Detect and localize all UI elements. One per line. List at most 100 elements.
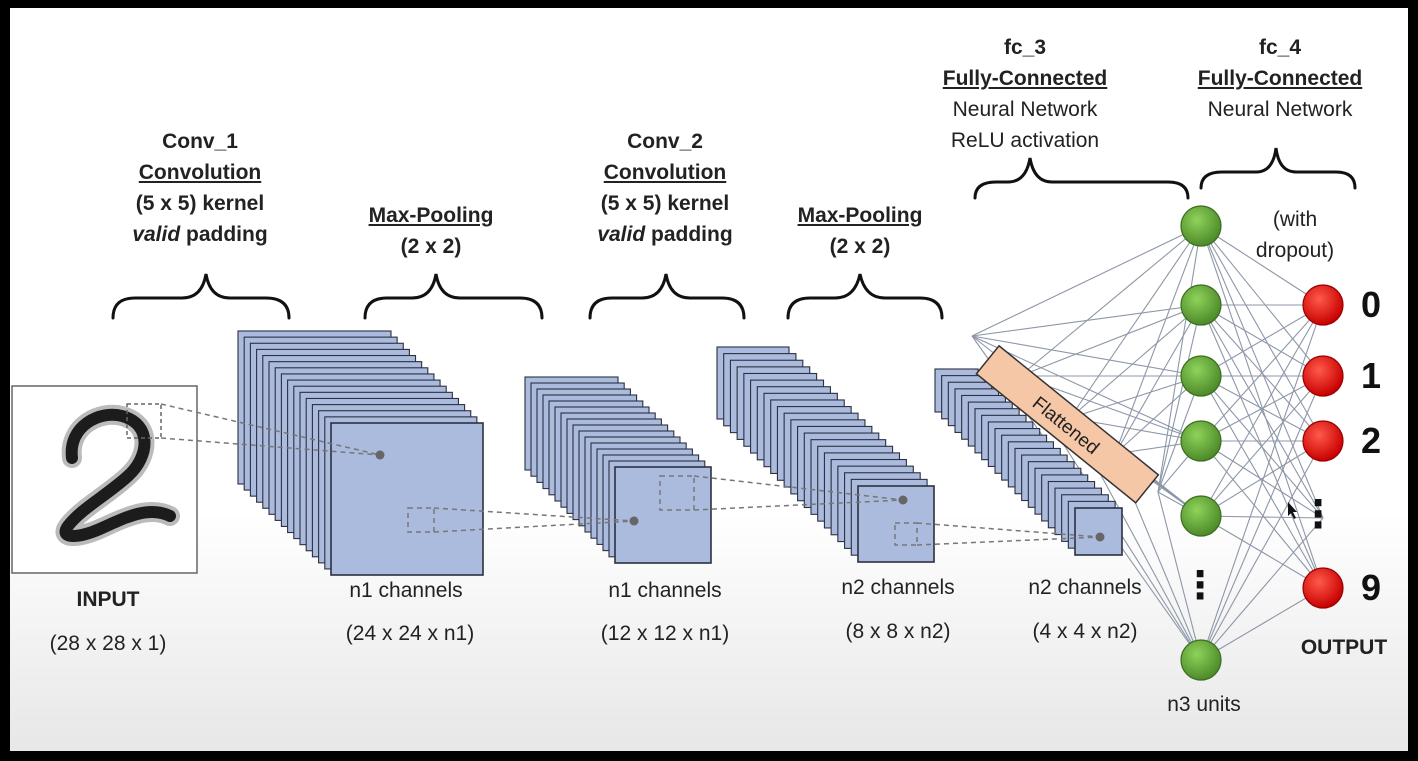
hidden-unit [1180, 355, 1222, 397]
connection-line [1200, 375, 1324, 517]
dropout-line1: (with [1272, 208, 1318, 231]
receptive-field-lines [160, 403, 1101, 546]
feature-maps-conv2 [716, 346, 935, 563]
conv1-type: Convolution [138, 161, 262, 184]
fc4-name: fc_4 [1258, 36, 1302, 59]
connection-line [1157, 225, 1202, 493]
output-title: OUTPUT [1300, 636, 1388, 659]
feature-map-layer [330, 422, 484, 576]
connection-line [1200, 515, 1324, 589]
stage2-title: n1 channels [608, 579, 722, 602]
connection-line [1200, 375, 1324, 661]
connection-line [1200, 225, 1324, 519]
connection-line [1069, 304, 1202, 419]
connection-line [1157, 375, 1202, 493]
connection-line [1157, 491, 1202, 661]
pool1-type: Max-Pooling [368, 204, 494, 227]
connection-line [1069, 375, 1202, 419]
input-image [11, 385, 198, 574]
connection-line [1200, 304, 1324, 519]
feature-map-layer [1074, 507, 1123, 556]
connection-line [1200, 440, 1324, 661]
output-layer [1302, 284, 1344, 609]
conv1-label: Conv_1 Convolution (5 x 5) kernel valid … [132, 126, 267, 250]
conv2-label: Conv_2 Convolution (5 x 5) kernel valid … [597, 126, 732, 250]
connection-line [1200, 375, 1324, 442]
connection-line [971, 335, 1202, 442]
fc3-desc1: Neural Network [952, 98, 1098, 121]
stage1-dims: (24 x 24 x n1) [345, 622, 475, 645]
output-digit-label: 0 [1360, 284, 1382, 325]
connection-line [1019, 225, 1202, 377]
stage3-dims: (8 x 8 x n2) [845, 620, 951, 643]
feature-map-layer [614, 466, 712, 564]
fc3-name: fc_3 [1003, 36, 1047, 59]
handwritten-digit [55, 404, 180, 546]
connection-line [1200, 304, 1324, 377]
brace-group [111, 147, 1357, 320]
stage4-title: n2 channels [1028, 576, 1142, 599]
pool2-type: Max-Pooling [797, 204, 923, 227]
fc3-label: fc_3 Fully-Connected Neural Network ReLU… [943, 32, 1108, 156]
connection-line [971, 335, 1202, 377]
hidden-unit [1180, 420, 1222, 462]
connection-line [1200, 440, 1324, 517]
output-unit [1302, 420, 1344, 462]
connection-line [1200, 225, 1324, 377]
feature-maps-pool1 [524, 376, 712, 564]
brace-pool2 [786, 273, 944, 320]
conv1-kernel: (5 x 5) kernel [135, 192, 265, 215]
connection-line [1200, 440, 1324, 519]
connection-line [1200, 304, 1324, 661]
conv2-type: Convolution [603, 161, 727, 184]
fc4-desc1: Neural Network [1207, 98, 1353, 121]
connection-line [1200, 517, 1324, 661]
feature-map-stacks [237, 330, 1123, 576]
output-unit [1302, 355, 1344, 397]
hidden-unit [1180, 205, 1222, 247]
input-dims: (28 x 28 x 1) [49, 632, 167, 655]
pool2-label: Max-Pooling (2 x 2) [798, 200, 923, 262]
input-title: INPUT [76, 588, 140, 611]
fc3-type: Fully-Connected [942, 67, 1108, 90]
stage2-dims: (12 x 12 x n1) [600, 622, 730, 645]
dropout-line2: dropout) [1255, 239, 1335, 262]
fc4-label: fc_4 Fully-Connected Neural Network [1198, 32, 1363, 125]
connection-line [1200, 440, 1324, 589]
connection-line [1114, 304, 1202, 455]
brace-conv1 [111, 273, 291, 320]
hidden-unit [1180, 284, 1222, 326]
connection-line [1200, 225, 1324, 442]
pool1-size: (2 x 2) [400, 235, 462, 258]
feature-map-layer [857, 485, 935, 563]
receptive-field-dots [375, 450, 1105, 542]
stage3-title: n2 channels [841, 576, 955, 599]
output-unit [1302, 284, 1344, 326]
output-digit-label: 9 [1360, 567, 1382, 608]
diagram-panel: Flattened ⋮ ⋮ [10, 8, 1408, 751]
conv2-kernel: (5 x 5) kernel [600, 192, 730, 215]
connection-line [1200, 225, 1324, 306]
output-unit [1302, 567, 1344, 609]
brace-pool1 [363, 273, 544, 320]
conv2-name: Conv_2 [627, 130, 703, 153]
diagram-canvas: Flattened ⋮ ⋮ [11, 147, 1357, 681]
connection-line [1200, 375, 1324, 519]
output-digit-label: 2 [1360, 420, 1382, 461]
output-ellipsis: ⋮ [1299, 492, 1337, 536]
hidden-unit [1180, 495, 1222, 537]
brace-fc4 [1199, 147, 1357, 190]
hidden-layer [1180, 205, 1222, 681]
stage4-dims: (4 x 4 x n2) [1032, 620, 1138, 643]
connection-line [1019, 304, 1202, 377]
conv1-padding: valid padding [132, 223, 268, 246]
conv1-name: Conv_1 [162, 130, 238, 153]
hidden-units-label: n3 units [1167, 693, 1241, 716]
stage1-title: n1 channels [349, 579, 463, 602]
connection-line [1157, 304, 1202, 493]
connection-line [1200, 587, 1324, 661]
fc4-type: Fully-Connected [1197, 67, 1363, 90]
fc3-desc2: ReLU activation [950, 129, 1100, 152]
hidden-unit [1180, 639, 1222, 681]
